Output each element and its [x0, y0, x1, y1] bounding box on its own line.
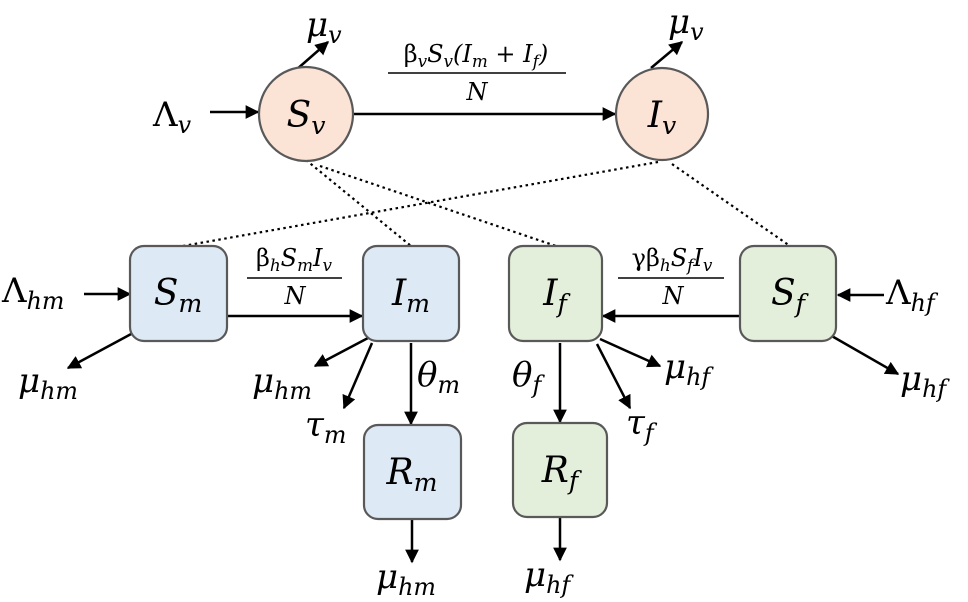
dotted-iv-to-sf	[671, 163, 791, 247]
label-mu-v-iv: μv	[668, 2, 704, 46]
svg-text:N: N	[466, 78, 489, 106]
svg-text:Rm: Rm	[386, 452, 438, 497]
svg-text:γβhSfIv: γβhSfIv	[632, 244, 713, 275]
node-if: If	[507, 244, 604, 343]
label-mu-hf-if: μhf	[664, 347, 714, 391]
arrow-tau-m	[342, 342, 374, 410]
svg-text:N: N	[662, 282, 685, 310]
label-mu-v-sv: μv	[306, 5, 342, 49]
label-tau-m: τm	[305, 405, 346, 449]
arrow-mu-v-sv	[295, 41, 330, 71]
label-mu-hf-sf: μhf	[900, 359, 950, 403]
label-lambda-v: Λv	[152, 95, 192, 139]
node-sm: Sm	[128, 244, 229, 343]
arrow-tau-f	[595, 343, 632, 410]
label-theta-f: θf	[512, 355, 545, 399]
arrow-mu-v-iv	[650, 41, 684, 69]
label-mu-hf-rf: μhf	[524, 555, 574, 599]
label-mu-hm-sm: μhm	[18, 361, 78, 405]
node-im: Im	[361, 244, 461, 343]
svg-text:Im: Im	[391, 273, 430, 318]
dotted-sv-to-im	[305, 159, 412, 247]
label-lambda-hm: Λhm	[1, 271, 64, 315]
flow-arrows	[66, 41, 900, 564]
dotted-sv-to-if	[319, 164, 557, 248]
svg-text:βhSmIv: βhSmIv	[256, 244, 333, 275]
rate-male-infection: βhSmIv N	[247, 244, 342, 310]
svg-text:Sm: Sm	[154, 273, 203, 318]
node-iv: Iv	[614, 66, 710, 162]
node-rf: Rf	[511, 421, 609, 519]
node-sf: Sf	[738, 244, 838, 343]
node-sv: Sv	[257, 65, 355, 163]
svg-text:N: N	[284, 282, 307, 310]
interaction-lines	[182, 159, 791, 248]
label-lambda-hf: Λhf	[885, 273, 939, 317]
arrow-mu-hm-im	[313, 336, 369, 368]
node-rm: Rm	[362, 423, 463, 521]
label-mu-hm-im: μhm	[252, 361, 312, 405]
dotted-iv-to-sm	[182, 160, 659, 248]
rate-vector-infection: βvSv(Im + If) N	[388, 40, 566, 106]
arrow-mu-hm-sm	[66, 331, 134, 370]
svg-text:Sv: Sv	[287, 95, 326, 140]
arrow-mu-hf-if	[599, 337, 662, 368]
label-mu-hm-rm: μhm	[376, 557, 436, 601]
label-theta-m: θm	[417, 355, 460, 399]
label-tau-f: τf	[626, 403, 658, 447]
svg-text:Iv: Iv	[647, 95, 676, 140]
arrow-mu-hf-sf	[829, 333, 900, 376]
svg-text:βvSv(Im + If): βvSv(Im + If)	[404, 40, 549, 71]
rate-female-infection: γβhSfIv N	[618, 244, 724, 310]
